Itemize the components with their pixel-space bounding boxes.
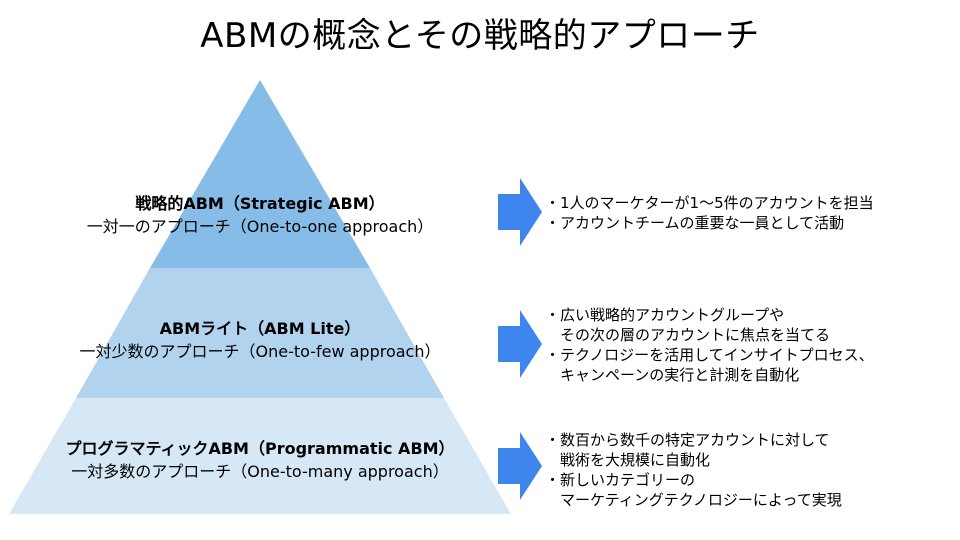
tier-label-programmatic: プログラマティックABM（Programmatic ABM） 一対多数のアプロー… bbox=[20, 437, 500, 483]
tier-name: ABMライト（ABM Lite） bbox=[159, 319, 361, 338]
tier-description: 一対一のアプローチ（One-to-one approach） bbox=[86, 217, 434, 236]
bullet-item: ・テクノロジーを活用してインサイトプロセス、 bbox=[545, 346, 874, 364]
bullet-item: ・1人のマーケターが1～5件のアカウントを担当 bbox=[545, 194, 874, 212]
pyramid-tier-programmatic bbox=[9, 398, 511, 514]
page-title: ABMの概念とその戦略的アプローチ bbox=[200, 16, 760, 56]
arrow-right-icon bbox=[498, 310, 542, 378]
bullet-item: 戦術を大規模に自動化 bbox=[545, 451, 711, 469]
bullet-item: ・新しいカテゴリーの bbox=[545, 471, 696, 489]
pyramid-tier-strategic bbox=[150, 80, 370, 268]
bullet-list-strategic: ・1人のマーケターが1～5件のアカウントを担当 ・アカウントチームの重要な一員と… bbox=[545, 193, 874, 233]
tier-description: 一対少数のアプローチ（One-to-few approach） bbox=[79, 342, 441, 361]
tier-description: 一対多数のアプローチ（One-to-many approach） bbox=[71, 462, 449, 481]
tier-name: 戦略的ABM（Strategic ABM） bbox=[135, 194, 385, 213]
bullet-item: ・広い戦略的アカウントグループや bbox=[545, 306, 785, 324]
bullet-item: その次の層のアカウントに焦点を当てる bbox=[545, 326, 831, 344]
tier-label-lite: ABMライト（ABM Lite） 一対少数のアプローチ（One-to-few a… bbox=[40, 317, 480, 363]
bullet-list-lite: ・広い戦略的アカウントグループや その次の層のアカウントに焦点を当てる ・テクノ… bbox=[545, 305, 874, 385]
arrow-right-icon bbox=[498, 432, 542, 500]
bullet-item: ・数百から数千の特定アカウントに対して bbox=[545, 431, 830, 449]
bullet-list-programmatic: ・数百から数千の特定アカウントに対して 戦術を大規模に自動化 ・新しいカテゴリー… bbox=[545, 430, 842, 510]
pyramid-tier-lite bbox=[76, 268, 444, 398]
bullet-item: ・アカウントチームの重要な一員として活動 bbox=[545, 214, 845, 232]
arrow-right-icon bbox=[498, 178, 542, 246]
tier-name: プログラマティックABM（Programmatic ABM） bbox=[65, 439, 455, 458]
bullet-item: マーケティングテクノロジーによって実現 bbox=[545, 491, 842, 509]
tier-label-strategic: 戦略的ABM（Strategic ABM） 一対一のアプローチ（One-to-o… bbox=[40, 192, 480, 238]
bullet-item: キャンペーンの実行と計測を自動化 bbox=[545, 366, 800, 384]
